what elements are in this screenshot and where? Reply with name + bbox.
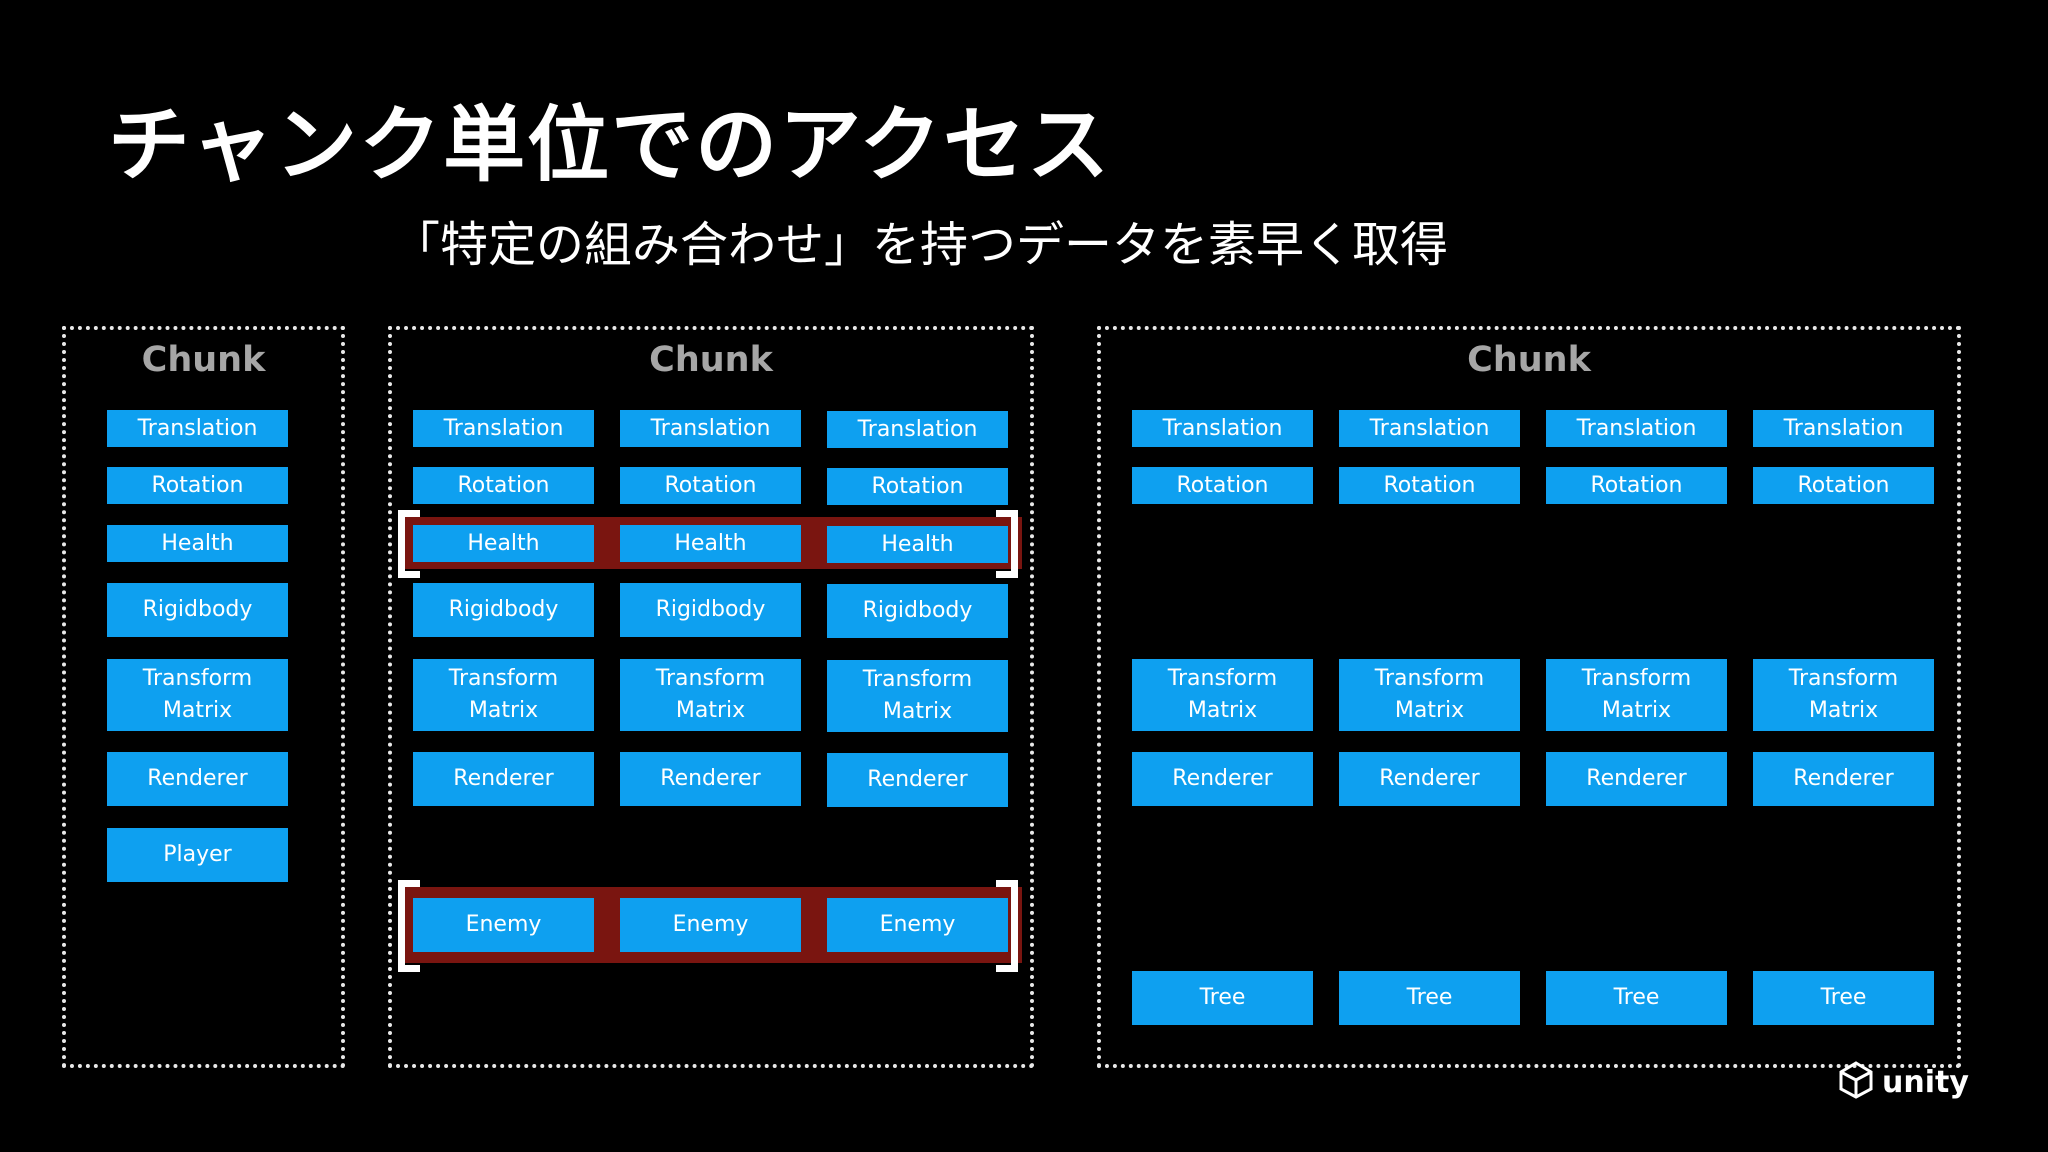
component-health: Health bbox=[107, 525, 288, 562]
slide-subtitle: 「特定の組み合わせ」を持つデータを素早く取得 bbox=[392, 217, 1449, 273]
chunk-2: Chunk bbox=[388, 326, 1034, 1068]
component-renderer: Renderer bbox=[620, 752, 801, 806]
component-rotation: Rotation bbox=[827, 468, 1008, 505]
chunk-3: Chunk bbox=[1097, 326, 1961, 1068]
component-rotation: Rotation bbox=[1339, 467, 1520, 504]
component-enemy: Enemy bbox=[620, 898, 801, 952]
component-rigidbody: Rigidbody bbox=[413, 583, 594, 637]
component-renderer: Renderer bbox=[827, 753, 1008, 807]
component-tree: Tree bbox=[1546, 971, 1727, 1025]
component-renderer: Renderer bbox=[1546, 752, 1727, 806]
component-translation: Translation bbox=[1339, 410, 1520, 447]
component-renderer: Renderer bbox=[1339, 752, 1520, 806]
component-health: Health bbox=[827, 526, 1008, 563]
component-health: Health bbox=[620, 525, 801, 562]
component-transform-matrix: Transform Matrix bbox=[1339, 659, 1520, 731]
component-rotation: Rotation bbox=[620, 467, 801, 504]
unity-logo: unity bbox=[1836, 1060, 1969, 1104]
component-rigidbody: Rigidbody bbox=[107, 583, 288, 637]
slide-title: チャンク単位でのアクセス bbox=[108, 98, 1112, 193]
unity-logo-text: unity bbox=[1882, 1064, 1969, 1100]
chunk-label: Chunk bbox=[141, 340, 266, 380]
health-bracket-right bbox=[996, 510, 1018, 578]
component-rotation: Rotation bbox=[1546, 467, 1727, 504]
component-translation: Translation bbox=[107, 410, 288, 447]
component-player: Player bbox=[107, 828, 288, 882]
component-transform-matrix: Transform Matrix bbox=[827, 660, 1008, 732]
enemy-bracket-left bbox=[398, 880, 420, 972]
component-tree: Tree bbox=[1339, 971, 1520, 1025]
component-rotation: Rotation bbox=[1132, 467, 1313, 504]
component-rotation: Rotation bbox=[107, 467, 288, 504]
component-enemy: Enemy bbox=[827, 898, 1008, 952]
enemy-bracket-right bbox=[996, 880, 1018, 972]
component-transform-matrix: Transform Matrix bbox=[1753, 659, 1934, 731]
health-bracket-left bbox=[398, 510, 420, 578]
component-rigidbody: Rigidbody bbox=[620, 583, 801, 637]
chunk-1: Chunk bbox=[62, 326, 345, 1068]
chunk-label: Chunk bbox=[649, 340, 773, 380]
component-health: Health bbox=[413, 525, 594, 562]
component-translation: Translation bbox=[827, 411, 1008, 448]
component-renderer: Renderer bbox=[1753, 752, 1934, 806]
component-transform-matrix: Transform Matrix bbox=[620, 659, 801, 731]
component-translation: Translation bbox=[1753, 410, 1934, 447]
component-rigidbody: Rigidbody bbox=[827, 584, 1008, 638]
component-transform-matrix: Transform Matrix bbox=[107, 659, 288, 731]
component-translation: Translation bbox=[1546, 410, 1727, 447]
component-tree: Tree bbox=[1753, 971, 1934, 1025]
component-enemy: Enemy bbox=[413, 898, 594, 952]
component-translation: Translation bbox=[620, 410, 801, 447]
component-translation: Translation bbox=[1132, 410, 1313, 447]
component-rotation: Rotation bbox=[413, 467, 594, 504]
component-renderer: Renderer bbox=[1132, 752, 1313, 806]
unity-cube-icon bbox=[1836, 1060, 1876, 1104]
component-renderer: Renderer bbox=[413, 752, 594, 806]
component-transform-matrix: Transform Matrix bbox=[413, 659, 594, 731]
chunk-label: Chunk bbox=[1467, 340, 1591, 380]
component-transform-matrix: Transform Matrix bbox=[1132, 659, 1313, 731]
component-rotation: Rotation bbox=[1753, 467, 1934, 504]
component-transform-matrix: Transform Matrix bbox=[1546, 659, 1727, 731]
component-translation: Translation bbox=[413, 410, 594, 447]
component-renderer: Renderer bbox=[107, 752, 288, 806]
component-tree: Tree bbox=[1132, 971, 1313, 1025]
